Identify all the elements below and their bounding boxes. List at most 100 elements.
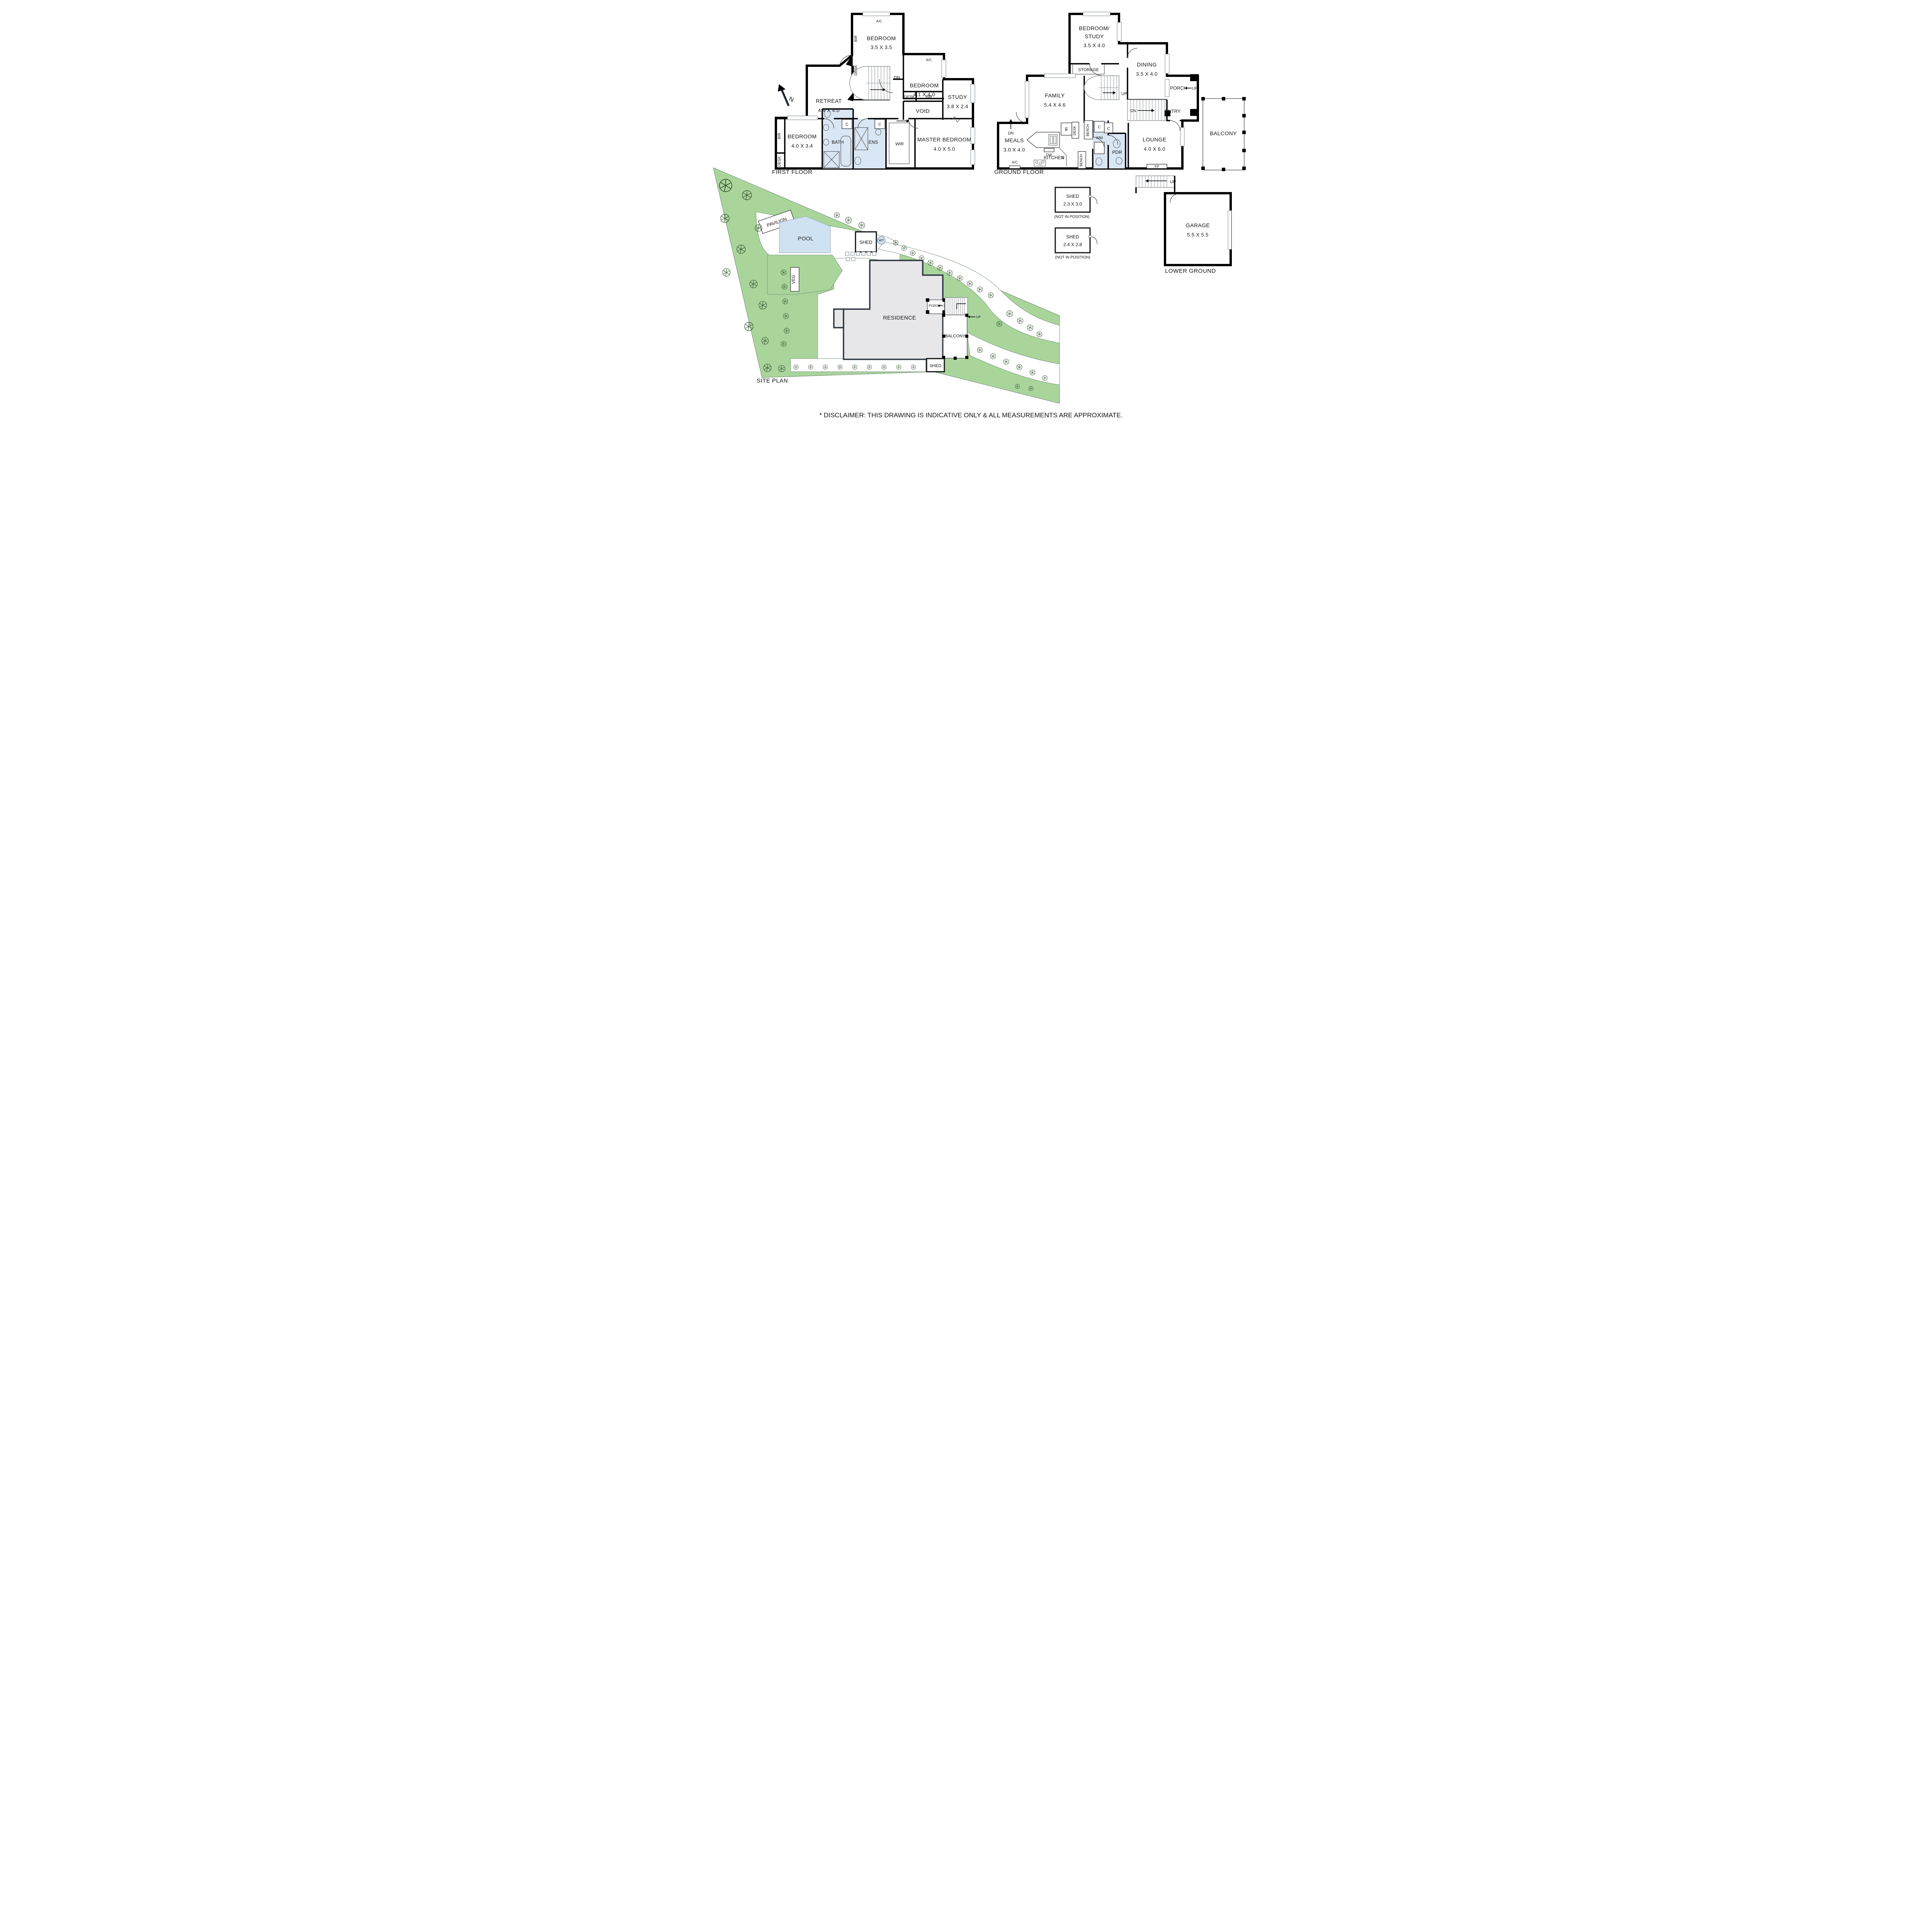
- desk-label: DESK: [904, 95, 915, 99]
- shed2-dims: 2.4 X 2.8: [1063, 242, 1082, 247]
- pool: [779, 216, 831, 253]
- garage-door: [1227, 210, 1232, 250]
- c-label: C: [1098, 125, 1100, 129]
- door-arc: [1090, 196, 1097, 204]
- window: [1024, 81, 1029, 118]
- bedstudy-dims: 3.5 X 4.0: [1083, 43, 1105, 48]
- window: [1082, 12, 1111, 16]
- family-label: FAMILY: [1045, 92, 1065, 99]
- shed1-label: SHED: [1066, 194, 1079, 199]
- lounge-label: LOUNGE: [1143, 136, 1167, 143]
- window: [1164, 79, 1170, 97]
- upper-driveway: [878, 242, 1060, 344]
- site-plan: VEG PAVILION POOL SHED WT RESIDENCE: [713, 167, 1060, 404]
- north-arrow-icon: N: [777, 84, 794, 106]
- door-arc: [1170, 120, 1180, 131]
- garage-dims: 5.5 X 5.5: [1187, 232, 1209, 238]
- floorplan-page: VEG PAVILION POOL SHED WT RESIDENCE: [667, 0, 1265, 422]
- cupboard: [874, 119, 885, 129]
- ground-floor-title: GROUND FLOOR: [994, 169, 1044, 175]
- site-entry-stairs: [944, 297, 968, 316]
- bir-label: BIR: [854, 36, 858, 42]
- bench-unit: [1077, 151, 1086, 169]
- porch-label: PORCH: [1170, 85, 1187, 91]
- toilet-icon: [1095, 157, 1102, 166]
- dining-label: DINING: [1137, 61, 1156, 68]
- bedstudy-label2: STUDY: [1085, 33, 1104, 39]
- shed1-note: (NOT IN POSITION): [1054, 215, 1089, 219]
- door-arc: [1015, 112, 1027, 123]
- shed1-dims: 2.3 X 3.0: [1063, 201, 1082, 207]
- window: [970, 150, 975, 165]
- family-dims: 5.4 X 4.6: [1044, 102, 1066, 108]
- dishwasher-icon: [1043, 148, 1054, 152]
- dn-label: DN: [1130, 109, 1136, 113]
- meals-dims: 3.0 X 4.0: [1003, 147, 1025, 153]
- site-plan-title: SITE PLAN: [757, 378, 788, 384]
- basin-icon: [823, 139, 829, 146]
- ac-label: A/C: [926, 58, 932, 62]
- site-shed-top-label: SHED: [859, 240, 872, 245]
- first-floor-plan: DN A/C A/C BEDROOM 3.5 X 3.5 BIR DESK BE…: [772, 12, 975, 175]
- desk-unit: [1071, 122, 1079, 139]
- ens-label: ENS: [868, 139, 878, 145]
- balcony-label: BALCONY: [1210, 130, 1237, 136]
- exterior-stairs-icon: [1127, 99, 1167, 121]
- entry-label: ENTRY: [1165, 109, 1180, 114]
- site-shed-top: [855, 231, 877, 253]
- dw-label: DW: [1046, 153, 1052, 157]
- wir-shelving: [888, 122, 910, 164]
- water-tank-icon: [877, 236, 886, 245]
- c-label: C: [1065, 127, 1068, 131]
- bathtub-icon: [840, 136, 851, 167]
- site-balcony: [942, 315, 968, 359]
- bed1-label: BEDROOM: [867, 35, 896, 41]
- site-porch: [927, 299, 945, 314]
- storage-walls: [1072, 64, 1105, 75]
- wall-wedge: [847, 93, 853, 101]
- door-arc: [839, 55, 852, 66]
- lounge-dims: 4.0 X 6.0: [1144, 146, 1165, 152]
- residence-notch: [833, 308, 844, 328]
- floorplan-drawing: VEG PAVILION POOL SHED WT RESIDENCE: [713, 12, 1246, 419]
- lower-driveway: [966, 332, 1060, 385]
- pool-label: POOL: [798, 235, 813, 242]
- window: [862, 12, 890, 16]
- water-tank-label: WT: [879, 238, 884, 242]
- fireplace-icon: [1146, 164, 1167, 169]
- door-arc: [824, 118, 834, 129]
- window: [1116, 22, 1122, 41]
- shower-icon: [823, 151, 840, 168]
- window: [1044, 73, 1076, 78]
- north-label: N: [788, 96, 794, 104]
- bench-unit: [1083, 120, 1093, 139]
- basin-icon: [875, 129, 881, 136]
- door-arc: [1169, 194, 1179, 203]
- shed1-outline: [1054, 187, 1090, 213]
- toilet-icon: [1112, 139, 1121, 148]
- pantry-wall: [1059, 148, 1067, 166]
- shed2-outline: [1054, 227, 1090, 253]
- shed2-note: (NOT IN POSITION): [1055, 255, 1090, 260]
- door-arc: [908, 118, 918, 129]
- basin-icon: [823, 124, 829, 131]
- window: [970, 127, 975, 144]
- ground-balcony: [1201, 97, 1246, 171]
- door-arc: [1108, 135, 1118, 145]
- master-label: MASTER BEDROOM: [917, 136, 971, 143]
- window: [970, 84, 975, 103]
- shed2-label: SHED: [1066, 234, 1079, 240]
- residence-label: RESIDENCE: [883, 315, 916, 321]
- porch-posts: [1164, 74, 1199, 116]
- garage-label: GARAGE: [1185, 222, 1209, 228]
- fp-label: FP: [1155, 165, 1159, 168]
- c-label: C: [845, 122, 848, 127]
- dining-dims: 3.5 X 4.0: [1136, 71, 1158, 77]
- bedstudy-label1: BEDROOM/: [1079, 25, 1109, 31]
- door-arc: [1090, 236, 1097, 245]
- bed3-dims: 4.0 X 3.4: [791, 143, 813, 149]
- bed3-label: BEDROOM: [787, 133, 816, 139]
- wm-label: WM: [1096, 136, 1103, 140]
- balcony-posts: [942, 314, 968, 360]
- desk-label: DESK: [1073, 126, 1077, 136]
